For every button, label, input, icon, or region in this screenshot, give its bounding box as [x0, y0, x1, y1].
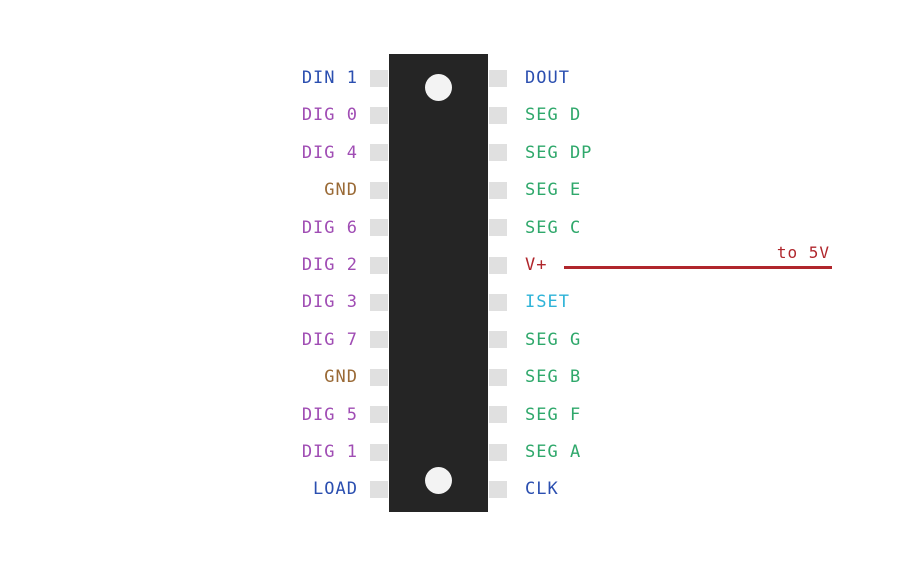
left-pin-label: DIG 2: [301, 255, 358, 275]
chip-bottom-notch: [425, 467, 452, 494]
left-pin-label: GND: [324, 367, 358, 388]
left-pin-label: DIN 1: [301, 68, 358, 88]
left-pin-lead: [370, 256, 388, 274]
left-pin-lead: [370, 219, 388, 237]
left-pin-label: DIG 6: [301, 217, 358, 238]
left-pin-label: GND: [324, 180, 358, 201]
right-pin-label: ISET: [525, 292, 570, 313]
left-pin-label: DIG 7: [301, 329, 358, 350]
right-pin-label: SEG F: [525, 404, 582, 425]
right-pin-label: CLK: [525, 479, 559, 500]
right-pin-lead: [489, 256, 507, 274]
left-pin-lead: [370, 480, 388, 498]
right-pin-lead: [489, 368, 507, 386]
left-pin-lead: [370, 406, 388, 424]
chip-top-notch: [425, 74, 452, 101]
right-pin-lead: [489, 181, 507, 199]
right-pin-label: DOUT: [525, 68, 570, 88]
right-pin-label: SEG E: [525, 180, 582, 201]
ic-chip-body: [389, 54, 488, 512]
left-pin-lead: [370, 331, 388, 349]
left-pin-lead: [370, 106, 388, 124]
right-pin-label: SEG G: [525, 329, 582, 350]
left-pin-lead: [370, 144, 388, 162]
right-pin-lead: [489, 219, 507, 237]
right-pin-label: SEG D: [525, 105, 582, 126]
left-pin-label: DIG 4: [301, 142, 358, 163]
left-pin-lead: [370, 69, 388, 87]
right-pin-label: SEG C: [525, 217, 582, 238]
left-pin-lead: [370, 181, 388, 199]
right-pin-label: SEG DP: [525, 142, 593, 163]
right-pin-lead: [489, 293, 507, 311]
right-pin-lead: [489, 443, 507, 461]
left-pin-label: DIG 5: [301, 404, 358, 425]
right-pin-label: SEG B: [525, 367, 582, 388]
power-wire-label: to 5V: [776, 243, 830, 262]
left-pin-lead: [370, 293, 388, 311]
power-wire: [564, 266, 832, 269]
left-pin-lead: [370, 368, 388, 386]
right-pin-lead: [489, 480, 507, 498]
right-pin-lead: [489, 106, 507, 124]
left-pin-label: DIG 3: [301, 292, 358, 313]
right-pin-lead: [489, 406, 507, 424]
right-pin-label: SEG A: [525, 442, 582, 462]
right-pin-lead: [489, 69, 507, 87]
right-pin-lead: [489, 331, 507, 349]
left-pin-lead: [370, 443, 388, 461]
right-pin-label: V+: [525, 255, 548, 275]
right-pin-lead: [489, 144, 507, 162]
left-pin-label: LOAD: [313, 479, 358, 500]
left-pin-label: DIG 0: [301, 105, 358, 126]
left-pin-label: DIG 1: [301, 442, 358, 462]
